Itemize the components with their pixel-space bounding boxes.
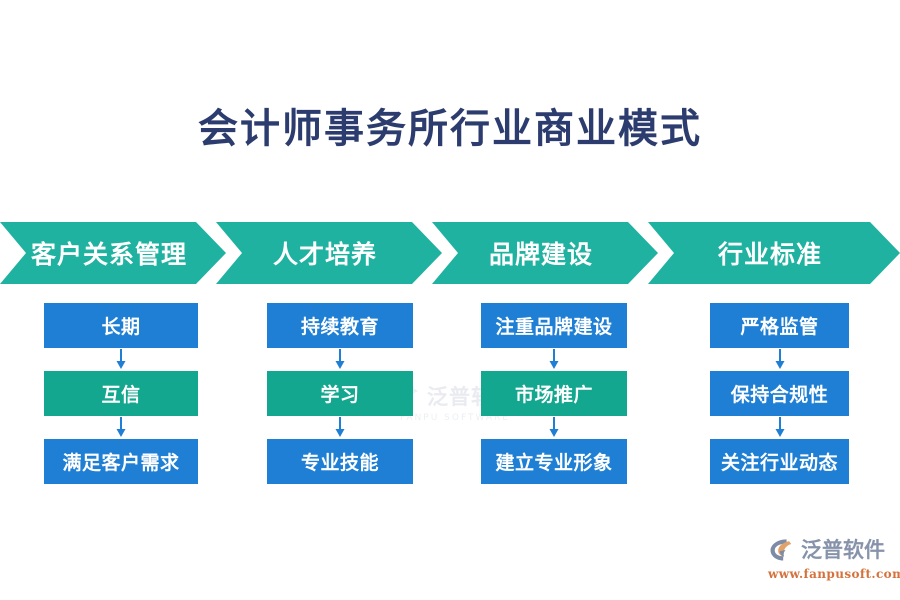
arrow-down-icon bbox=[710, 416, 849, 439]
node-box[interactable]: 关注行业动态 bbox=[710, 439, 849, 484]
arrow-down-icon bbox=[481, 416, 627, 439]
node-box[interactable]: 持续教育 bbox=[267, 303, 413, 348]
node-box[interactable]: 互信 bbox=[44, 371, 198, 416]
chevron-label: 行业标准 bbox=[717, 240, 822, 269]
node-box[interactable]: 学习 bbox=[267, 371, 413, 416]
node-box[interactable]: 建立专业形象 bbox=[481, 439, 627, 484]
node-box[interactable]: 严格监管 bbox=[710, 303, 849, 348]
chevron-step-3[interactable]: 品牌建设 bbox=[432, 222, 658, 284]
node-box[interactable]: 满足客户需求 bbox=[44, 439, 198, 484]
column-brand-building: 注重品牌建设 市场推广 建立专业形象 bbox=[481, 303, 627, 484]
chevron-label: 人才培养 bbox=[272, 240, 377, 269]
chevron-label: 客户关系管理 bbox=[30, 240, 187, 269]
brand-url: www.fanpusoft.com bbox=[768, 567, 900, 581]
arrow-down-icon bbox=[267, 416, 413, 439]
chevron-step-1[interactable]: 客户关系管理 bbox=[0, 222, 226, 284]
arrow-down-icon bbox=[710, 348, 849, 371]
node-box[interactable]: 长期 bbox=[44, 303, 198, 348]
brand-logo: 泛普软件 www.fanpusoft.com bbox=[768, 534, 900, 582]
chevron-step-2[interactable]: 人才培养 bbox=[216, 222, 442, 284]
chevron-label: 品牌建设 bbox=[488, 240, 593, 269]
brand-name: 泛普软件 bbox=[801, 538, 885, 562]
column-talent-development: 持续教育 学习 专业技能 bbox=[267, 303, 413, 484]
arrow-down-icon bbox=[267, 348, 413, 371]
node-box[interactable]: 市场推广 bbox=[481, 371, 627, 416]
chevron-step-4[interactable]: 行业标准 bbox=[648, 222, 900, 284]
node-box[interactable]: 注重品牌建设 bbox=[481, 303, 627, 348]
page-title: 会计师事务所行业商业模式 bbox=[198, 105, 702, 152]
column-customer-relations: 长期 互信 满足客户需求 bbox=[44, 303, 198, 484]
node-box[interactable]: 专业技能 bbox=[267, 439, 413, 484]
arrow-down-icon bbox=[481, 348, 627, 371]
fanpu-logo-icon bbox=[770, 538, 792, 560]
node-box[interactable]: 保持合规性 bbox=[710, 371, 849, 416]
arrow-down-icon bbox=[44, 416, 198, 439]
column-industry-standards: 严格监管 保持合规性 关注行业动态 bbox=[710, 303, 849, 484]
chevron-band: 客户关系管理 人才培养 品牌建设 行业标准 bbox=[0, 222, 900, 284]
arrow-down-icon bbox=[44, 348, 198, 371]
